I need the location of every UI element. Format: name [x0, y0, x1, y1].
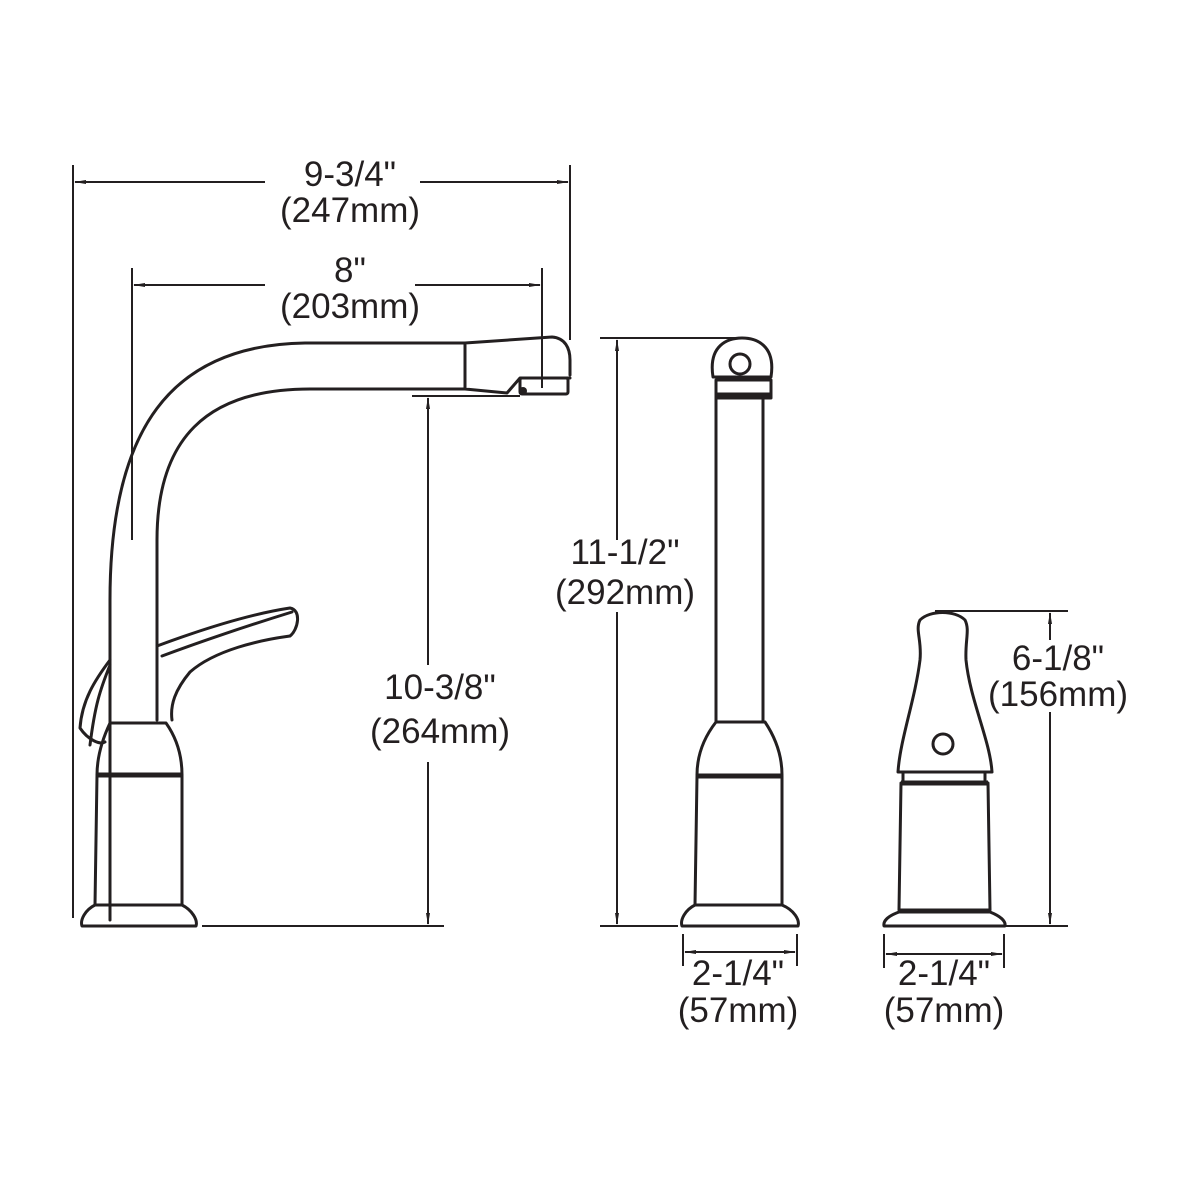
spray-height-metric: (292mm) — [555, 573, 695, 612]
dim-spout-reach: 8" (203mm) — [131, 251, 543, 540]
spray-body-lower — [693, 774, 784, 907]
spray-base-width-imperial: 2-1/4" — [692, 954, 784, 993]
dispenser-height-metric: (156mm) — [988, 675, 1128, 714]
dim-dispenser-height: 6-1/8" (156mm) — [935, 610, 1128, 927]
spout-tip — [463, 335, 572, 395]
lever-handle — [155, 606, 299, 722]
spray-base-width-metric: (57mm) — [678, 991, 799, 1030]
faucet-base — [80, 903, 198, 928]
dispenser-button — [931, 732, 955, 756]
spray-base — [680, 903, 800, 928]
spout-height-metric: (264mm) — [370, 712, 510, 751]
rear-lever — [78, 658, 112, 747]
spray-head-button — [728, 352, 752, 376]
dispenser-base — [882, 910, 1007, 928]
dim-overall-width: 9-3/4" (247mm) — [72, 155, 571, 918]
overall-width-imperial: 9-3/4" — [304, 155, 396, 194]
dispenser-height-imperial: 6-1/8" — [1012, 639, 1104, 678]
spray-body-upper — [695, 720, 784, 777]
dispenser-body — [897, 781, 992, 912]
dim-spray-base-width: 2-1/4" (57mm) — [678, 934, 799, 1030]
lever-handle-groove — [160, 610, 294, 658]
faucet-side-view — [78, 335, 572, 928]
aerator — [518, 376, 570, 396]
dispenser-base-width-imperial: 2-1/4" — [898, 954, 990, 993]
spray-collar — [714, 378, 773, 400]
dispenser-base-width-metric: (57mm) — [884, 991, 1005, 1030]
dim-spout-height: 10-3/8" (264mm) — [202, 395, 520, 927]
spray-side-view — [680, 336, 800, 928]
spout-height-imperial: 10-3/8" — [384, 668, 496, 707]
dispenser-pump-head — [896, 611, 994, 774]
soap-dispenser-side-view — [882, 611, 1007, 928]
dim-dispenser-base-width: 2-1/4" (57mm) — [883, 934, 1005, 1030]
spout-reach-imperial: 8" — [334, 251, 366, 290]
spout-reach-metric: (203mm) — [280, 287, 420, 326]
faucet-body-lower — [93, 773, 184, 907]
spout-inner-edge — [155, 387, 467, 722]
dim-spray-height: 11-1/2" (292mm) — [555, 337, 735, 927]
spray-head — [710, 336, 774, 379]
spray-height-imperial: 11-1/2" — [570, 533, 679, 572]
spout-outer-edge — [108, 341, 467, 922]
overall-width-metric: (247mm) — [280, 191, 420, 230]
